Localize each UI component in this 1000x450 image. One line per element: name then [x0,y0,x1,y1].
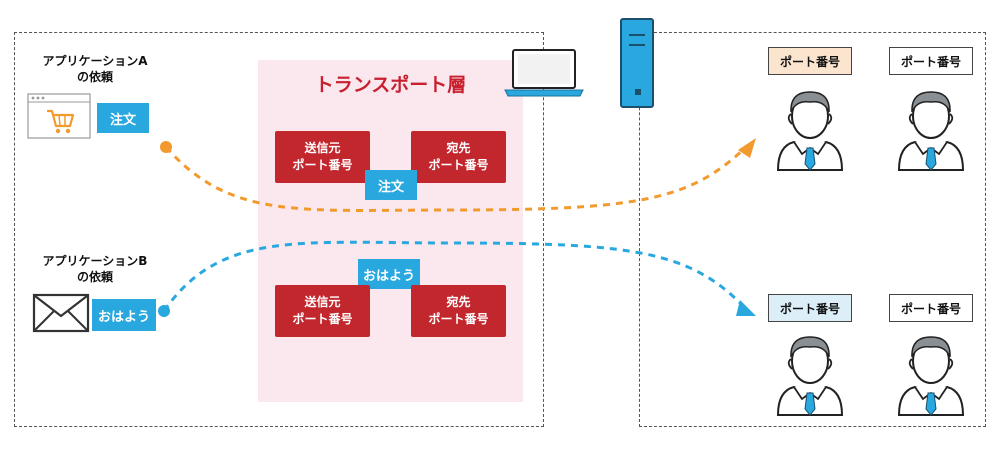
person-icon [777,91,843,171]
app-a-order-tag: 注文 [97,103,149,133]
app-b-greeting-tag: おはよう [92,299,156,331]
server-port-bottom-right: ポート番号 [889,294,973,322]
upper-destination-port-box: 宛先 ポート番号 [411,131,506,183]
client-area [14,32,544,427]
blue-arrowhead [736,300,756,316]
laptop-icon [503,48,585,100]
lower-source-port-box: 送信元 ポート番号 [275,285,370,337]
blue-flow-line [162,240,747,312]
app-b-label: アプリケーションB の依頼 [30,253,160,285]
app-a-label: アプリケーションA の依頼 [30,53,160,85]
transport-layer-title: トランスポート層 [314,74,467,96]
upper-destination-port-line2: ポート番号 [428,158,489,172]
envelope-icon [32,292,90,334]
lower-source-port-line2: ポート番号 [292,312,353,326]
app-a-label-line1: アプリケーションA [42,54,148,68]
lower-destination-port-line1: 宛先 [446,295,471,309]
lower-payload-tag: おはよう [358,259,420,289]
upper-destination-port-line1: 宛先 [446,141,471,155]
app-a-label-line2: の依頼 [76,70,113,84]
server-port-top-right: ポート番号 [889,47,973,75]
app-b-label-line1: アプリケーションB [42,254,148,268]
server-port-bottom-left: ポート番号 [768,294,852,322]
person-icon [898,336,964,416]
lower-source-port-line1: 送信元 [304,295,341,309]
orange-arrowhead [738,138,756,158]
transport-layer-area [258,60,523,402]
orange-flow-line [164,146,747,212]
app-b-label-line2: の依頼 [76,270,113,284]
upper-source-port-line1: 送信元 [304,141,341,155]
server-port-top-left: ポート番号 [768,47,852,75]
person-icon [777,336,843,416]
upper-payload-tag: 注文 [365,170,417,200]
lower-destination-port-line2: ポート番号 [428,312,489,326]
upper-source-port-line2: ポート番号 [292,158,353,172]
shopping-cart-icon [27,93,91,139]
server-icon [619,17,655,109]
person-icon [898,91,964,171]
server-area [639,32,986,427]
upper-source-port-box: 送信元 ポート番号 [275,131,370,183]
lower-destination-port-box: 宛先 ポート番号 [411,285,506,337]
